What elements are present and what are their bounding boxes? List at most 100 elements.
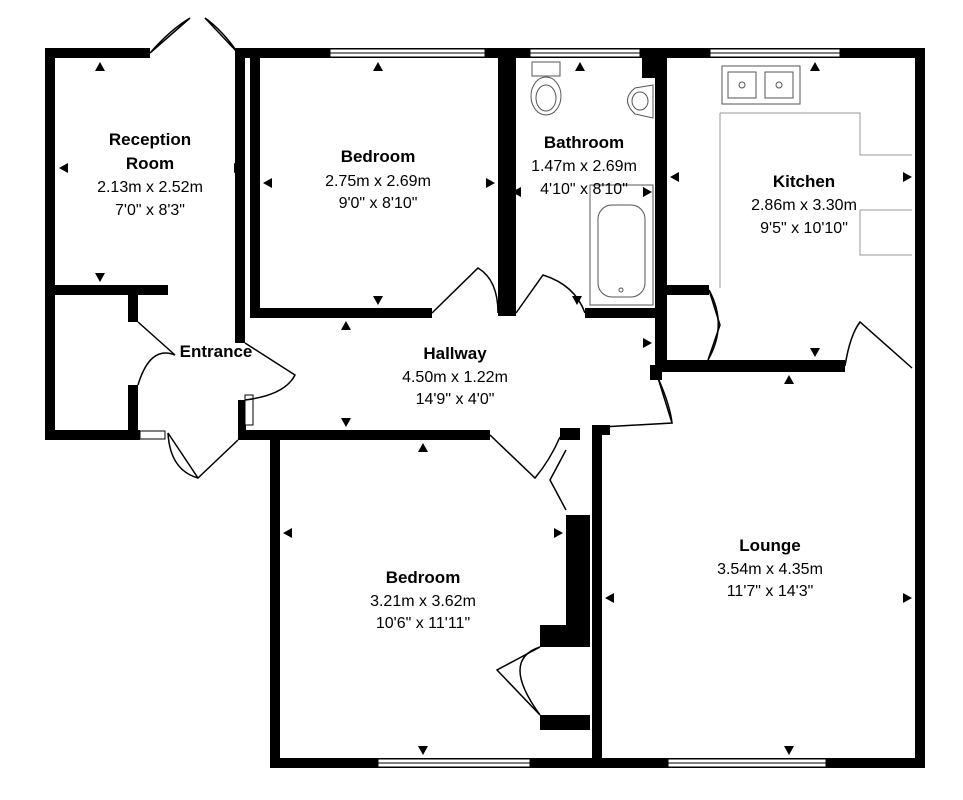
- wall: [508, 58, 516, 316]
- wall: [592, 425, 610, 435]
- arrow-left-icon: [283, 528, 292, 538]
- arrow-right-icon: [486, 178, 495, 188]
- wall: [540, 625, 590, 647]
- room-dimensions-imperial: 9'0" x 8'10": [339, 195, 418, 212]
- kitchen-sink-icon: [721, 65, 801, 105]
- arrow-right-icon: [903, 172, 912, 182]
- door: [244, 342, 296, 401]
- toilet-icon: [530, 61, 562, 116]
- arrow-down-icon: [784, 746, 794, 755]
- door: [167, 432, 199, 479]
- room-dimensions-metric: 3.21m x 3.62m: [370, 593, 476, 610]
- arrow-right-icon: [643, 187, 652, 197]
- room-name: Kitchen: [773, 172, 835, 191]
- dimension-arrows: [59, 62, 912, 755]
- wall: [585, 308, 660, 318]
- wall: [128, 385, 138, 433]
- wall: [55, 285, 168, 295]
- wall: [650, 365, 662, 380]
- door: [707, 289, 721, 361]
- room-dimensions-imperial: 7'0" x 8'3": [115, 202, 185, 219]
- door: [519, 646, 541, 716]
- door: [167, 432, 239, 480]
- room-dimensions-metric: 1.47m x 2.69m: [531, 158, 637, 175]
- room-dimensions-metric: 3.54m x 4.35m: [717, 561, 823, 578]
- wall: [235, 48, 245, 343]
- arrow-up-icon: [810, 62, 820, 71]
- door: [489, 434, 561, 480]
- arrow-up-icon: [575, 62, 585, 71]
- wall: [45, 48, 55, 440]
- arrow-left-icon: [59, 163, 68, 173]
- wall: [655, 58, 667, 370]
- room-dimensions-metric: 4.50m x 1.22m: [402, 369, 508, 386]
- door: [657, 377, 673, 424]
- room-dimensions-metric: 2.75m x 2.69m: [325, 173, 431, 190]
- room-dimensions-imperial: 14'9" x 4'0": [416, 391, 495, 408]
- wall: [250, 58, 260, 315]
- wall: [238, 48, 250, 58]
- room-name: Hallway: [423, 344, 487, 363]
- room-dimensions-imperial: 4'10" x 8'10": [540, 181, 628, 198]
- doors: [137, 17, 913, 716]
- arrow-right-icon: [234, 163, 243, 173]
- arrow-up-icon: [418, 443, 428, 452]
- window: [139, 430, 166, 440]
- wall: [250, 308, 432, 318]
- room-dimensions-imperial: 10'6" x 11'11": [376, 615, 470, 632]
- arrow-down-icon: [373, 296, 383, 305]
- room-dimensions-metric: 2.86m x 3.30m: [751, 197, 857, 214]
- wall: [128, 290, 138, 322]
- wall: [498, 58, 508, 316]
- wall: [667, 285, 709, 295]
- wall: [45, 48, 150, 58]
- arrow-right-icon: [903, 593, 912, 603]
- door: [549, 449, 567, 511]
- arrow-down-icon: [810, 348, 820, 357]
- room-name: Room: [126, 154, 174, 173]
- arrow-right-icon: [643, 338, 652, 348]
- room-dimensions-metric: 2.13m x 2.52m: [97, 179, 203, 196]
- door: [515, 274, 586, 314]
- room-dimensions-imperial: 11'7" x 14'3": [727, 583, 814, 600]
- arrow-left-icon: [670, 172, 679, 182]
- door: [431, 267, 499, 314]
- room-name: Bedroom: [341, 147, 416, 166]
- arrow-left-icon: [512, 187, 521, 197]
- room-name: Reception: [109, 130, 191, 149]
- window: [244, 394, 254, 426]
- door: [204, 17, 239, 54]
- walls: [45, 48, 925, 768]
- worktop: [859, 209, 912, 256]
- room-name: Bedroom: [386, 568, 461, 587]
- door: [137, 321, 176, 386]
- door: [844, 320, 913, 369]
- arrow-up-icon: [95, 62, 105, 71]
- wall: [45, 430, 140, 440]
- bathtub-icon: [589, 184, 654, 306]
- arrow-left-icon: [263, 178, 272, 188]
- arrow-down-icon: [572, 296, 582, 305]
- wall: [560, 428, 580, 440]
- room-name: Bathroom: [544, 133, 624, 152]
- arrow-right-icon: [554, 528, 563, 538]
- wall: [660, 360, 845, 372]
- arrow-up-icon: [341, 321, 351, 330]
- wall: [238, 400, 246, 440]
- wall: [566, 515, 590, 625]
- arrow-up-icon: [373, 62, 383, 71]
- arrow-up-icon: [784, 375, 794, 384]
- wall: [592, 430, 602, 768]
- windows: [139, 48, 841, 768]
- fixtures: [530, 61, 912, 306]
- room-name: Entrance: [180, 342, 253, 361]
- arrow-left-icon: [605, 593, 614, 603]
- sink-icon: [627, 84, 654, 119]
- wall: [270, 440, 280, 768]
- wall: [540, 715, 590, 730]
- door: [707, 289, 719, 361]
- room-dimensions-imperial: 9'5" x 10'10": [760, 220, 848, 237]
- wall: [915, 48, 925, 758]
- door: [149, 17, 191, 54]
- arrow-down-icon: [95, 273, 105, 282]
